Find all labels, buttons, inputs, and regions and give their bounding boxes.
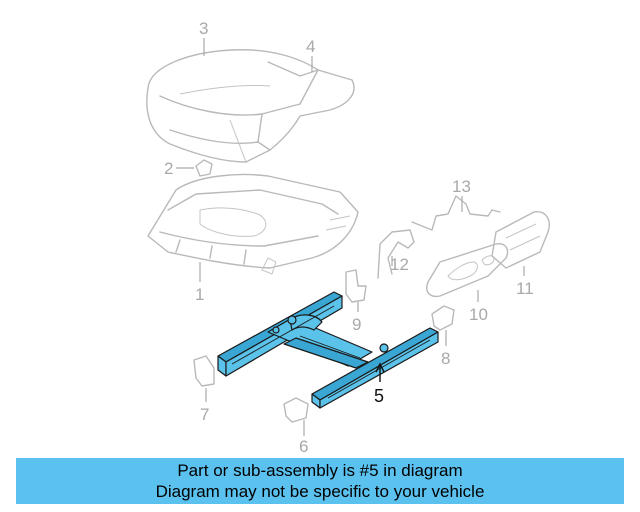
bracket-9-part [345, 269, 367, 303]
callout-1: 1 [195, 285, 204, 304]
bracket-8-part [431, 305, 455, 331]
callout-5: 5 [374, 386, 384, 406]
seat-pan-part [147, 173, 359, 275]
clip-part [195, 159, 213, 177]
callout-13: 13 [452, 177, 471, 196]
callout-10: 10 [469, 305, 488, 324]
seat-track-part-highlighted [217, 291, 439, 409]
callout-6: 6 [299, 437, 308, 456]
bracket-7-part [193, 355, 215, 387]
callout-4: 4 [306, 37, 315, 56]
cable-part [377, 229, 415, 279]
callout-2: 2 [164, 159, 173, 178]
callout-3: 3 [199, 19, 208, 38]
banner-line-1: Part or sub-assembly is #5 in diagram [177, 461, 463, 480]
switch-bezel-part [426, 243, 509, 298]
bracket-6-part [283, 397, 309, 423]
callout-8: 8 [441, 349, 450, 368]
seat-cushion-part [146, 49, 355, 163]
parts-diagram: 3 4 2 1 13 12 11 10 9 8 7 6 5 [146, 19, 550, 456]
callout-11: 11 [516, 279, 534, 298]
callout-12: 12 [390, 255, 409, 274]
info-banner: Part or sub-assembly is #5 in diagram Di… [16, 458, 624, 504]
banner-line-2: Diagram may not be specific to your vehi… [155, 482, 485, 501]
wire-spring-part [411, 195, 501, 231]
callout-9: 9 [352, 315, 361, 334]
callout-7: 7 [200, 405, 209, 424]
side-shield-part [491, 211, 550, 269]
